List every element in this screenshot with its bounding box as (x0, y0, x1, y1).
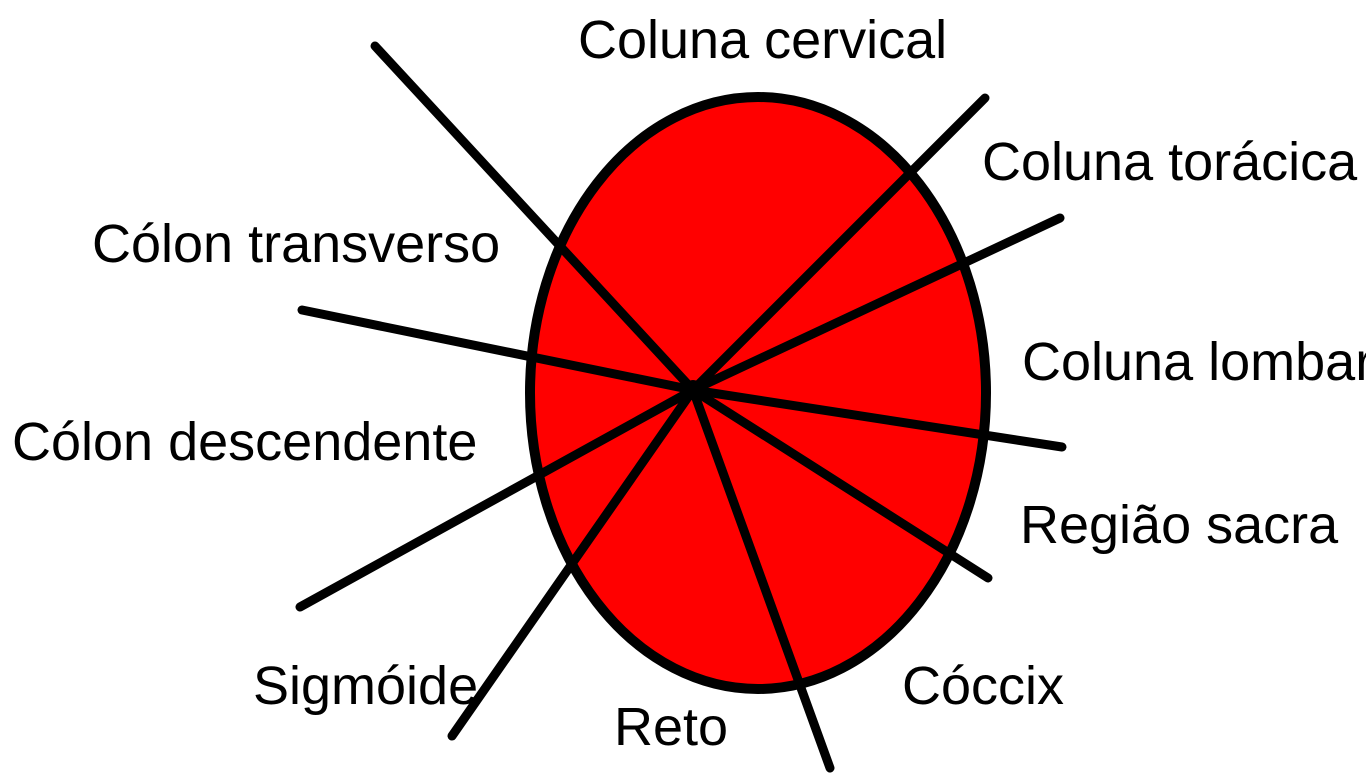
red-oval-zone (530, 97, 986, 689)
label-colon-transverso: Cólon transverso (92, 214, 500, 274)
label-sigmoide: Sigmóide (253, 656, 478, 716)
label-coccix: Cóccix (902, 656, 1064, 716)
label-reto: Reto (614, 697, 728, 757)
label-coluna-lombar: Coluna lombar (1022, 332, 1366, 392)
label-coluna-cervical: Coluna cervical (578, 10, 947, 70)
center-point (683, 380, 703, 400)
label-regiao-sacra: Região sacra (1020, 495, 1339, 555)
label-colon-descendente: Cólon descendente (12, 412, 477, 472)
label-coluna-toracica: Coluna torácica (982, 132, 1358, 192)
